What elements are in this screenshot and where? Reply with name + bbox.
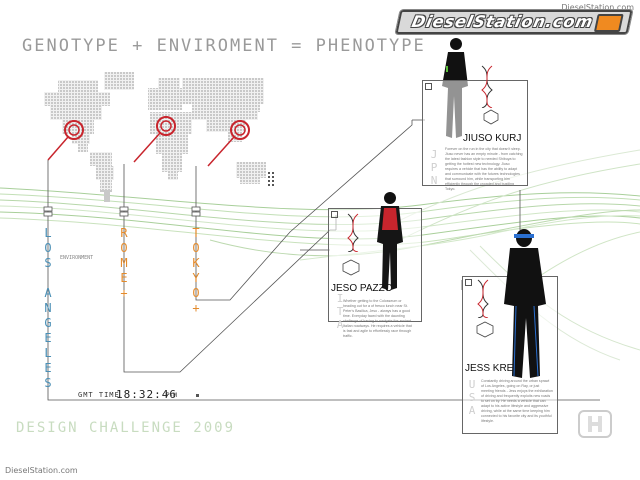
gmt-time: 18:32:46 (116, 388, 177, 401)
map-ticks (268, 172, 274, 186)
figure-jeso-pazzo (377, 192, 403, 290)
bio-jess-krezi: Constantly driving around the urban spra… (481, 379, 553, 423)
name-jeso-pazzo: JESO PAZZO (331, 283, 393, 294)
molecule-icon-jiuso (483, 109, 499, 125)
marker-rome (133, 116, 176, 163)
watermark-top: DieselStation.com (561, 3, 634, 12)
honda-logo-icon (578, 410, 612, 438)
molecule-icon-jess (476, 321, 494, 338)
marker-tokyo (207, 120, 250, 167)
line-nodes (43, 206, 201, 217)
name-jess-krezi: JESS KREZI (465, 363, 523, 374)
molecule-icon-jeso (342, 259, 360, 276)
dna-icon-jiuso (481, 65, 493, 108)
city-markers (47, 116, 250, 167)
bio-jiuso-kurj: Forever on the run in the city that does… (445, 147, 523, 191)
panel-corner-icon (465, 279, 472, 286)
watermark-bottom: DieselStation.com (5, 466, 78, 475)
gmt-marks (196, 394, 199, 397)
bio-jeso-pazzo: Whether getting to the Colosseum or head… (343, 299, 412, 338)
dna-icon-jeso (347, 213, 359, 252)
marker-los-angeles (47, 120, 84, 161)
panel-corner-icon (331, 211, 338, 218)
honda-h-icon (588, 416, 602, 432)
design-challenge-title: DESIGN CHALLENGE 2009 (16, 420, 236, 436)
dieselstation-logo[interactable]: DieselStation.com (395, 10, 633, 34)
gmt-ampm: P-M (166, 392, 177, 399)
panel-jiuso-kurj: JIUSO KURJ Forever on the run in the cit… (422, 80, 528, 191)
environment-label: ENVIRONMENT (60, 255, 94, 261)
figure-jess-krezi (504, 229, 546, 378)
connector-lines (47, 119, 600, 401)
logo-badge-icon (593, 14, 624, 32)
headline: GENOTYPE + ENVIROMENT = PHENOTYPE (22, 36, 426, 56)
gmt-label: GMT TIME (78, 391, 120, 399)
logo-text: DieselStation.com (410, 12, 596, 31)
panel-corner-icon (425, 83, 432, 90)
name-jiuso-kurj: JIUSO KURJ (463, 133, 522, 144)
dna-icon-jess (477, 279, 489, 318)
panel-jeso-pazzo: JESO PAZZO Whether getting to the Coloss… (328, 208, 422, 338)
